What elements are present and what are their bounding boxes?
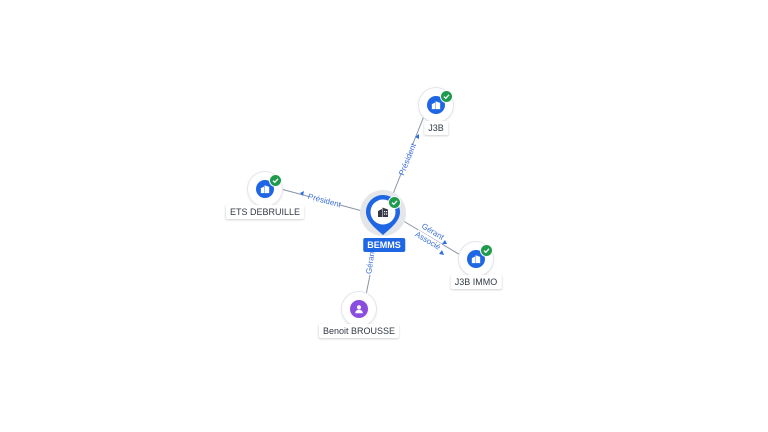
node-label-bemms: BEMMS — [363, 238, 405, 252]
node-label-ets: ETS DEBRUILLE — [225, 205, 305, 219]
edge-arrow-j3bimmo-1 — [442, 240, 447, 244]
edge-arrow-j3b — [415, 134, 419, 139]
verified-check-icon — [388, 196, 401, 209]
verified-check-icon — [269, 174, 282, 187]
edge-label-j3b: Président — [397, 141, 418, 176]
edge-label-benoit: Gérant — [364, 248, 376, 274]
edge-label-ets: Président — [307, 192, 343, 210]
node-label-j3bimmo: J3B IMMO — [450, 275, 502, 289]
edge-arrow-j3bimmo-2 — [439, 250, 444, 255]
verified-check-icon — [440, 90, 453, 103]
person-icon — [350, 300, 368, 318]
node-label-j3b: J3B — [424, 121, 448, 135]
verified-check-icon — [480, 244, 493, 257]
edge-arrow-ets — [300, 191, 304, 196]
company-building-icon — [378, 207, 388, 217]
node-label-benoit: Benoit BROUSSE — [318, 324, 400, 338]
